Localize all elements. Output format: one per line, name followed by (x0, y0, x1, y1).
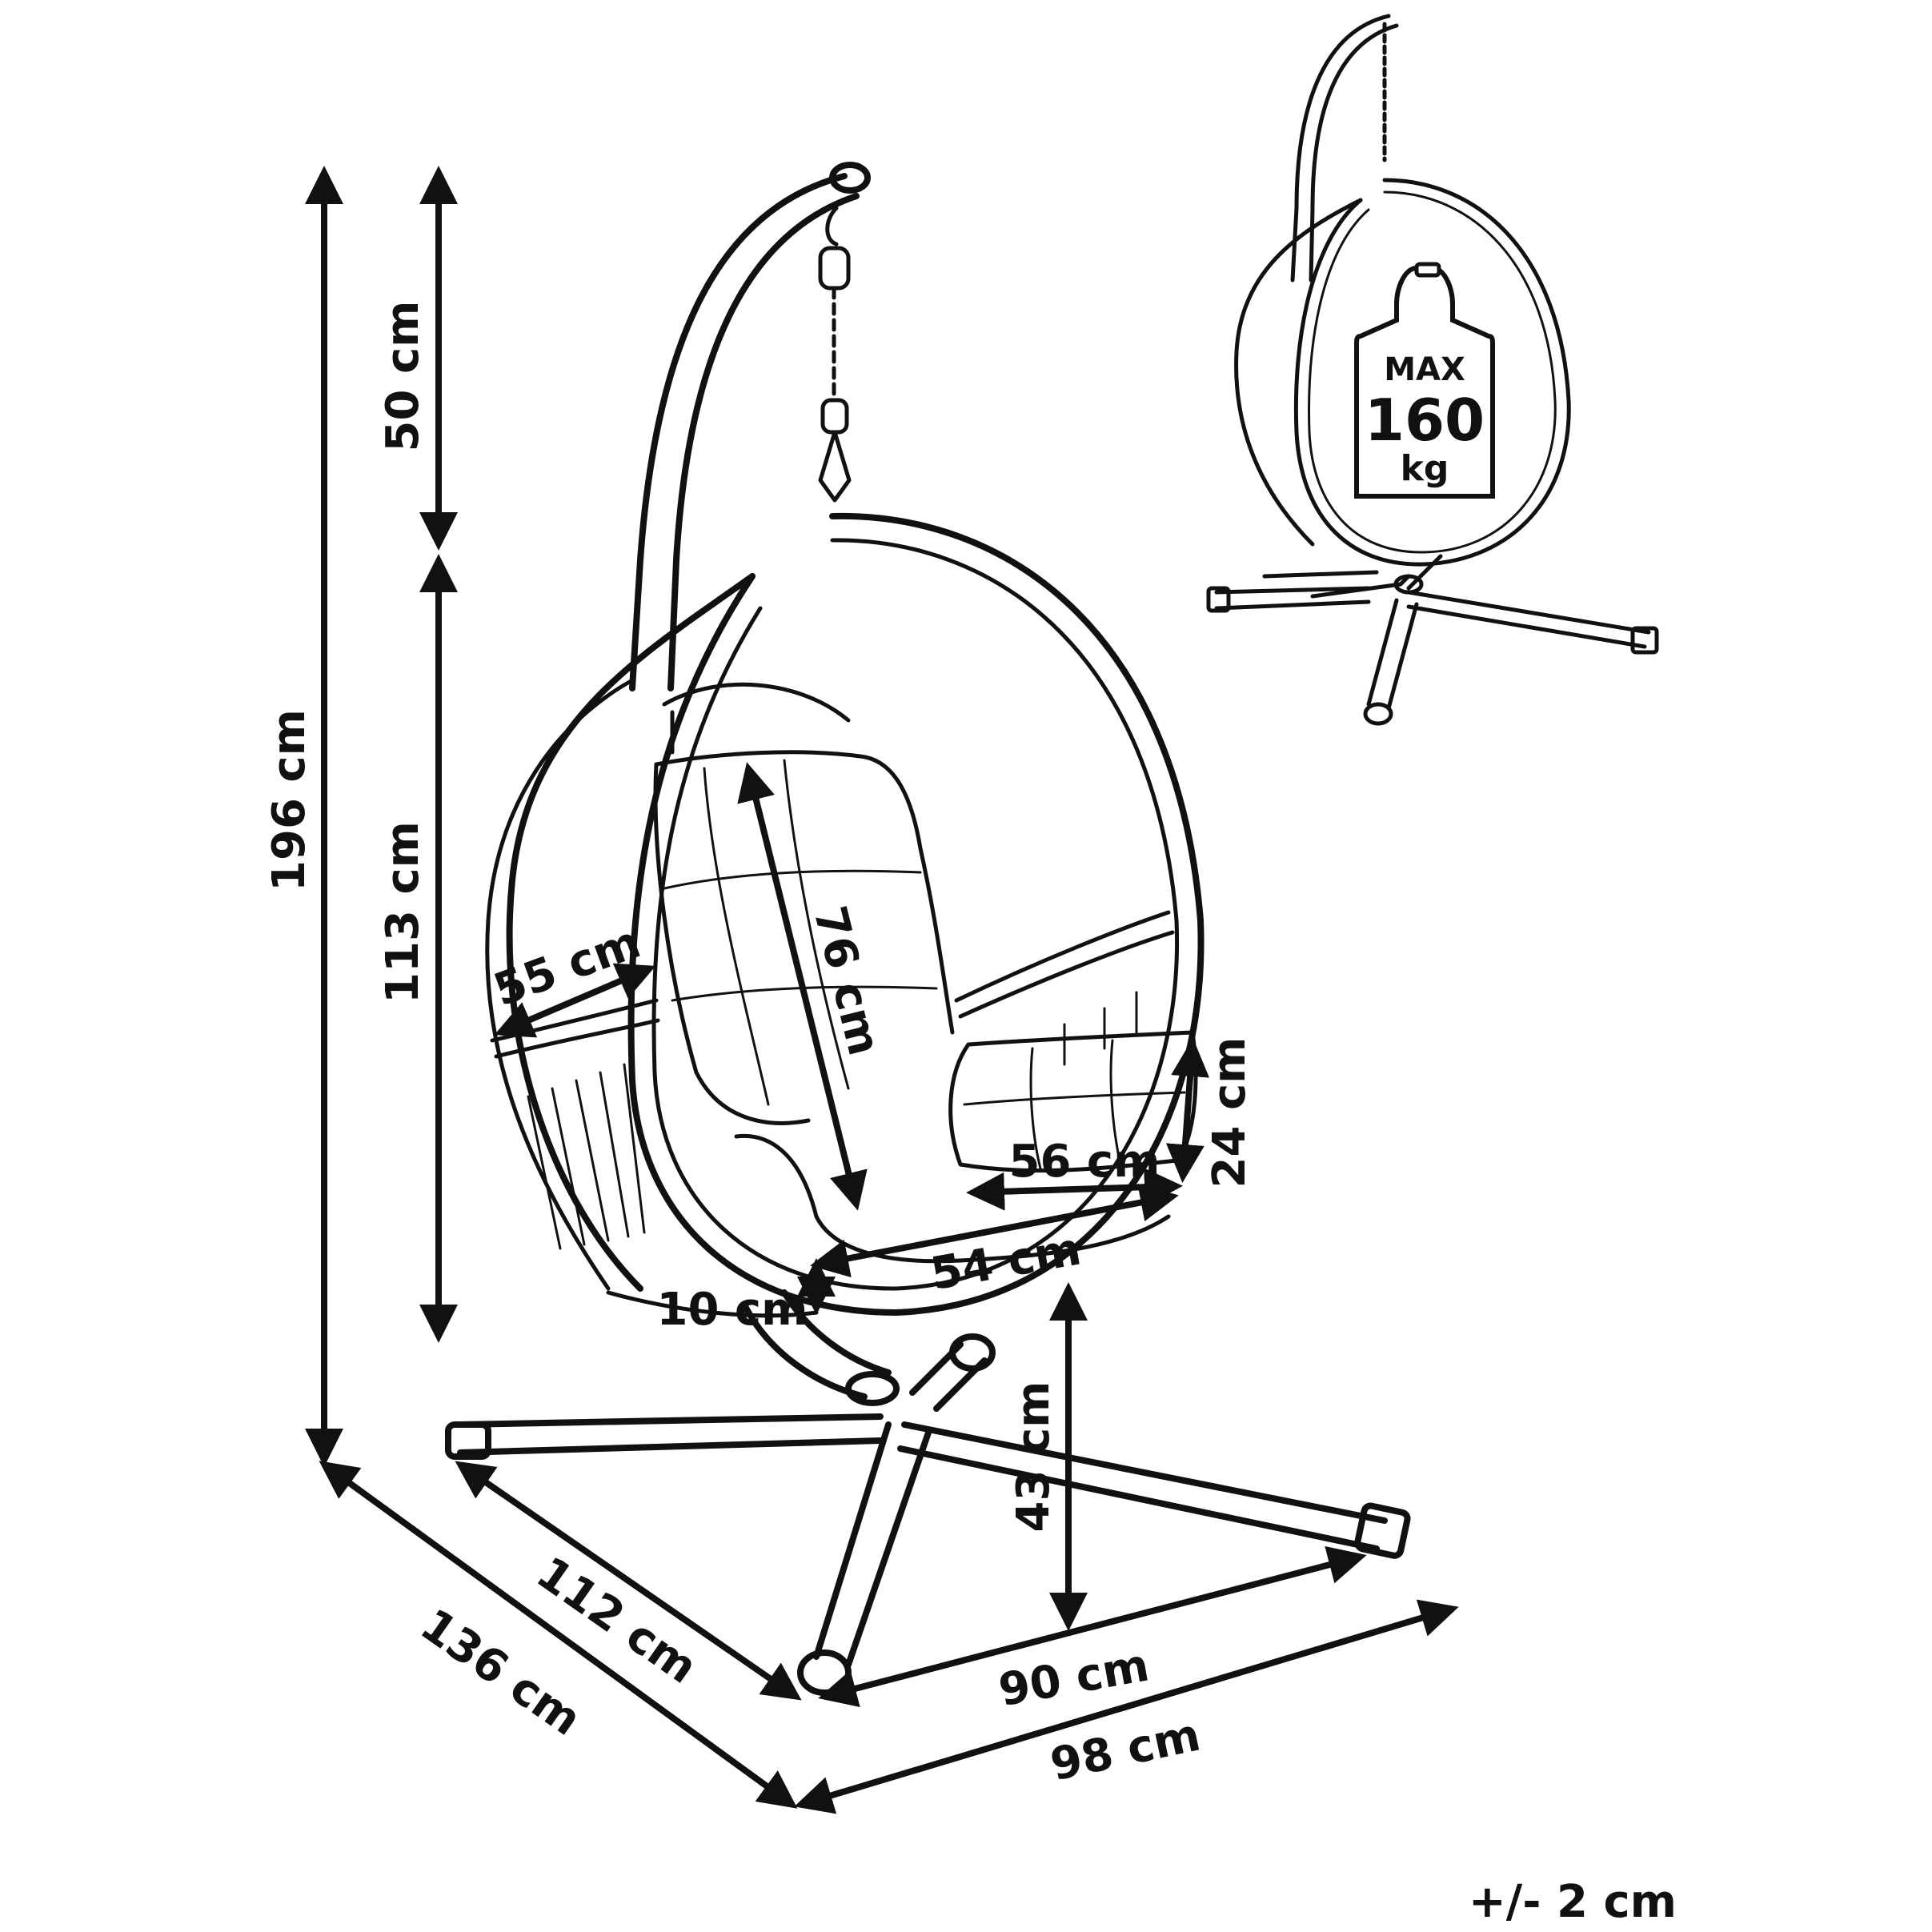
dim-top-to-seat: 50 cm (377, 166, 458, 551)
dim-seat-height: 113 cm (377, 554, 458, 1343)
preview-chair-illustration (1206, 14, 1659, 726)
dim-pillow-width: 56 cm (966, 1136, 1183, 1211)
cushion-thickness-label: 10 cm (657, 1284, 808, 1336)
top-to-seat-label: 50 cm (377, 301, 429, 452)
dim-cushion-thickness: 10 cm (657, 1258, 836, 1336)
dim-seat-depth: 54 cm (810, 1183, 1179, 1301)
chain (818, 206, 852, 503)
pillow-width-label: 56 cm (1009, 1136, 1160, 1188)
seat-height-label: 113 cm (377, 821, 429, 1004)
dim-base-width-outer: 98 cm (794, 1599, 1459, 1814)
tolerance-note: +/- 2 cm (1469, 1876, 1677, 1928)
main-chair-illustration (445, 162, 1411, 1696)
base-depth-outer-label: 136 cm (411, 1599, 591, 1746)
max-label: MAX (1384, 351, 1465, 388)
weave-slats (527, 991, 1138, 1250)
weight-unit: kg (1401, 448, 1449, 489)
dim-base-width-inner: 90 cm (818, 1545, 1367, 1717)
pillow-height-label: 24 cm (1204, 1037, 1256, 1188)
dim-ground-clearance: 43 cm (1008, 1282, 1088, 1631)
overall-height-label: 196 cm (263, 709, 315, 892)
dim-base-depth-outer: 136 cm (319, 1461, 798, 1809)
max-weight-badge: MAX 160 kg (1354, 262, 1495, 499)
ground-clearance-label: 43 cm (1008, 1381, 1060, 1533)
weight-value: 160 (1365, 387, 1485, 454)
base-frame (445, 1333, 1411, 1696)
dim-pillow-height: 24 cm (1165, 1037, 1256, 1188)
dim-overall-height: 196 cm (263, 166, 343, 1467)
